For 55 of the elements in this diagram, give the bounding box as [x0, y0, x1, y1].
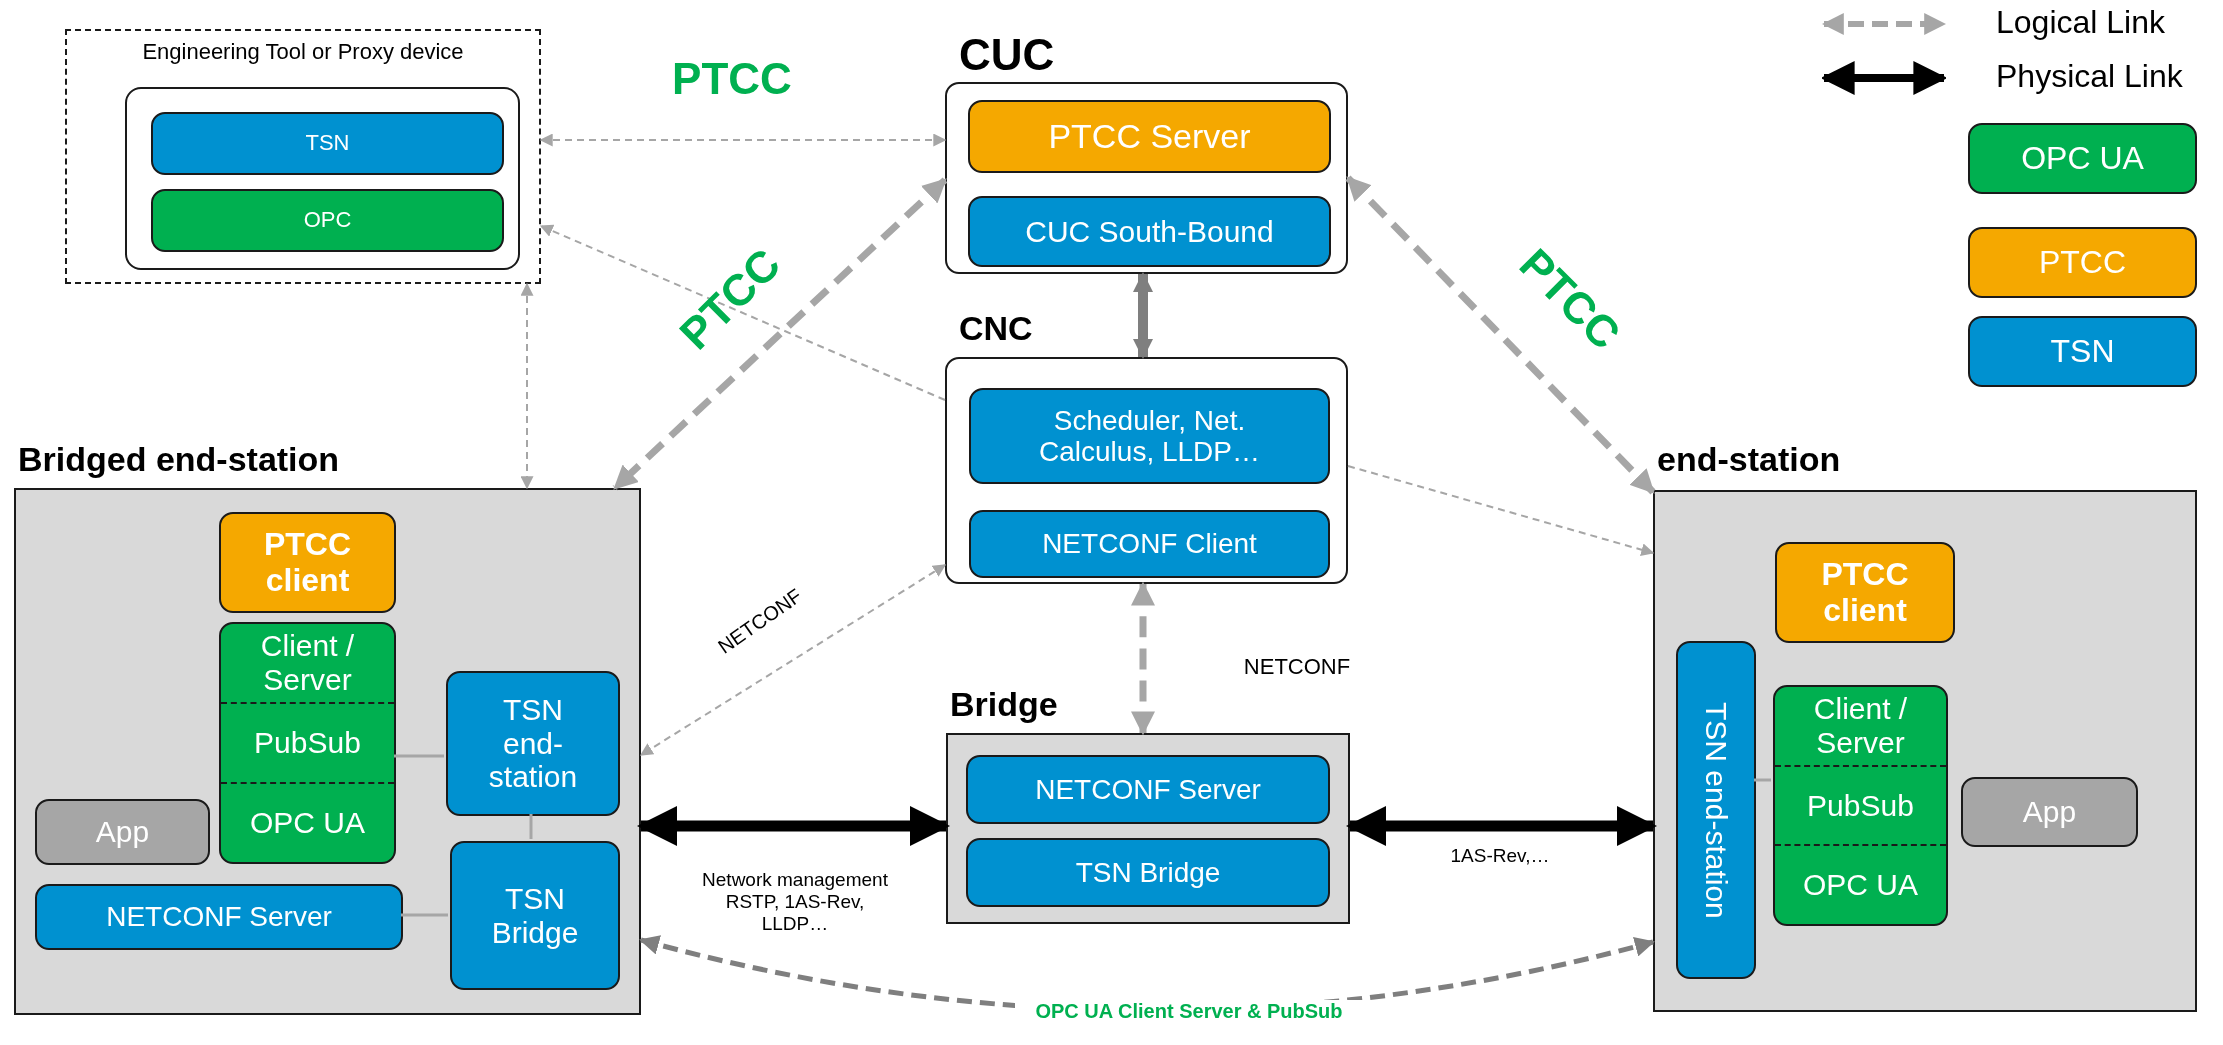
connector-line — [1754, 778, 1771, 782]
component-box: TSN — [151, 112, 504, 175]
component-box: NETCONF Client — [969, 510, 1330, 578]
connector-line — [401, 913, 448, 917]
arrow — [1347, 465, 1655, 557]
component-box: TSN Bridge — [966, 838, 1330, 907]
protocol-layer: Client / Server — [1812, 691, 1909, 761]
protocol-layer: Client / Server — [259, 628, 356, 698]
component-box: NETCONF Server — [35, 884, 403, 950]
arrow — [1133, 272, 1153, 359]
protocol-layer: OPC UA — [221, 782, 394, 862]
protocol-layer: PubSub — [221, 702, 394, 782]
group-heading: end-station — [1657, 440, 1841, 479]
arrow — [539, 224, 946, 401]
connector-line — [394, 754, 444, 758]
legend-label: Logical Link — [1996, 4, 2165, 41]
group-heading: Bridge — [950, 685, 1058, 724]
edge-label: 1AS-Rev,… — [1449, 844, 1551, 867]
component-box — [1676, 641, 1756, 979]
component-box: TSN Bridge — [450, 841, 620, 990]
app-box: App — [1961, 777, 2138, 847]
connector-line — [529, 814, 533, 839]
protocol-stack-box — [219, 622, 396, 864]
component-box: CUC South-Bound — [968, 196, 1331, 267]
component-box: TSN end-station — [446, 671, 620, 816]
edge-label: PTCC — [671, 53, 793, 104]
arrow — [539, 133, 947, 147]
component-box: PTCC client — [219, 512, 396, 613]
legend-key: TSN — [1968, 316, 2197, 387]
arrow — [1131, 581, 1155, 736]
protocol-layer: PubSub — [1775, 764, 1946, 845]
protocol-layer: OPC UA — [1775, 844, 1946, 924]
arrow — [1345, 175, 1656, 495]
protocol-stack-box — [1773, 685, 1948, 926]
app-box: App — [35, 799, 210, 865]
component-box: NETCONF Server — [966, 755, 1330, 824]
component-label: TSN end-station — [1699, 701, 1733, 919]
arrow — [639, 564, 947, 756]
edge-label: Network management RSTP, 1AS-Rev, LLDP… — [701, 868, 889, 935]
arrow — [637, 806, 950, 846]
component-box: OPC — [151, 189, 504, 252]
arrow — [1346, 806, 1657, 846]
legend-key: OPC UA — [1968, 123, 2197, 194]
group-heading: CUC — [959, 30, 1055, 80]
component-box: PTCC Server — [968, 100, 1331, 173]
arrow — [612, 177, 948, 491]
component-box: Scheduler, Net. Calculus, LLDP… — [969, 388, 1330, 484]
group-heading: Engineering Tool or Proxy device — [141, 39, 465, 65]
group-heading: Bridged end-station — [18, 440, 340, 479]
group-heading: CNC — [959, 309, 1033, 348]
legend-label: Physical Link — [1996, 58, 2183, 95]
legend-key: PTCC — [1968, 227, 2197, 298]
edge-label: NETCONF — [1242, 653, 1352, 680]
component-box: PTCC client — [1775, 542, 1955, 643]
arrow — [520, 282, 534, 490]
